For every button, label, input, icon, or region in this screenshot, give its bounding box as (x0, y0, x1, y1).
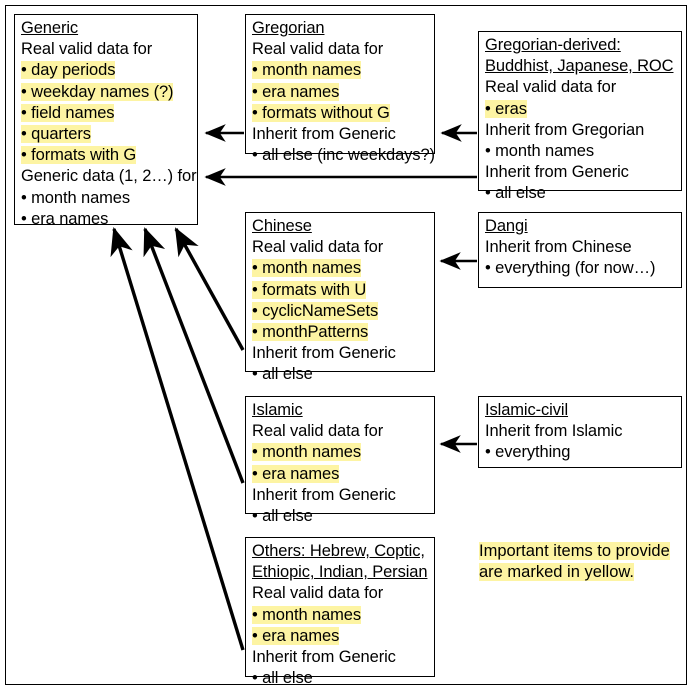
box-gregorian[interactable]: Gregorian Real valid data for • month na… (245, 14, 435, 164)
box-gregorian-item-month-names: • month names (252, 61, 362, 80)
box-dangi-title: Dangi (485, 217, 528, 235)
box-others-title-line2: Ethiopic, Indian, Persian (252, 563, 428, 582)
box-islamic[interactable]: Islamic Real valid data for • month name… (245, 396, 435, 525)
box-chinese-item-month-names: • month names (252, 259, 362, 278)
box-islamic-item-all-else: • all else (252, 507, 313, 526)
box-islamic-line: Real valid data for (252, 422, 384, 441)
diagram-outer-frame (5, 5, 687, 685)
box-gregorian-derived[interactable]: Gregorian-derived: Buddhist, Japanese, R… (478, 31, 682, 202)
box-chinese-line: Real valid data for (252, 238, 384, 257)
box-dangi[interactable]: Dangi Inherit from Chinese • everything … (478, 212, 682, 288)
box-generic-item-weekday-names: • weekday names (?) (21, 82, 174, 101)
box-gregorian-derived-item-eras: • eras (485, 99, 527, 118)
box-chinese-title: Chinese (252, 217, 312, 235)
box-dangi-item-everything: • everything (for now…) (485, 259, 656, 278)
box-gregorian-derived-line: Inherit from Gregorian (485, 120, 645, 139)
box-gregorian-item-all-else: • all else (inc weekdays?) (252, 146, 435, 165)
box-generic-item-era-names: • era names (21, 209, 109, 228)
box-gregorian-derived-title: Gregorian-derived: (485, 36, 621, 54)
box-generic-item-quarters: • quarters (21, 125, 91, 144)
box-gregorian-derived-title-line2: Buddhist, Japanese, ROC (485, 57, 674, 76)
box-others-item-all-else: • all else (252, 669, 313, 688)
legend-note: Important items to provide are marked in… (479, 541, 670, 583)
box-gregorian-derived-line: Inherit from Generic (485, 163, 629, 182)
box-gregorian-derived-item-month-names: • month names (485, 142, 595, 161)
box-chinese-line: Inherit from Generic (252, 344, 396, 363)
box-islamic-title: Islamic (252, 401, 303, 419)
box-gregorian-line: Real valid data for (252, 40, 384, 59)
legend-note-line1: Important items to provide (479, 542, 670, 560)
box-chinese-item-all-else: • all else (252, 365, 313, 384)
box-generic-item-field-names: • field names (21, 103, 115, 122)
box-generic[interactable]: Generic Real valid data for • day period… (14, 14, 198, 228)
box-chinese-item-monthpatterns: • monthPatterns (252, 323, 369, 342)
box-islamic-item-era-names: • era names (252, 464, 340, 483)
box-others-line: Inherit from Generic (252, 648, 396, 667)
box-islamic-civil-line: Inherit from Islamic (485, 422, 623, 441)
box-gregorian-line: Inherit from Generic (252, 125, 396, 144)
box-dangi-line: Inherit from Chinese (485, 238, 632, 257)
box-generic-title: Generic (21, 19, 79, 37)
box-gregorian-title: Gregorian (252, 19, 325, 37)
box-others[interactable]: Others: Hebrew, Coptic, Ethiopic, Indian… (245, 537, 435, 687)
box-generic-item-month-names: • month names (21, 188, 131, 207)
box-gregorian-item-era-names: • era names (252, 82, 340, 101)
box-generic-line: Real valid data for (21, 40, 153, 59)
box-generic-item-formats-with-g: • formats with G (21, 146, 137, 165)
box-islamic-line: Inherit from Generic (252, 485, 396, 504)
box-generic-line: Generic data (1, 2…) for (21, 167, 197, 186)
box-others-line: Real valid data for (252, 584, 384, 603)
box-others-title: Others: Hebrew, Coptic, (252, 542, 425, 560)
legend-note-line2: are marked in yellow. (479, 563, 634, 582)
box-chinese-item-cyclicnamesets: • cyclicNameSets (252, 301, 379, 320)
box-islamic-item-month-names: • month names (252, 443, 362, 462)
box-islamic-civil[interactable]: Islamic-civil Inherit from Islamic • eve… (478, 396, 682, 468)
box-chinese[interactable]: Chinese Real valid data for • month name… (245, 212, 435, 383)
box-chinese-item-formats-with-u: • formats with U (252, 280, 367, 299)
box-others-item-month-names: • month names (252, 605, 362, 624)
box-others-item-era-names: • era names (252, 626, 340, 645)
box-islamic-civil-title: Islamic-civil (485, 401, 569, 419)
box-gregorian-derived-line: Real valid data for (485, 78, 617, 97)
box-gregorian-item-formats-without-g: • formats without G (252, 103, 390, 122)
box-gregorian-derived-item-all-else: • all else (485, 184, 546, 203)
box-islamic-civil-item-everything: • everything (485, 443, 571, 462)
box-generic-item-day-periods: • day periods (21, 61, 116, 80)
